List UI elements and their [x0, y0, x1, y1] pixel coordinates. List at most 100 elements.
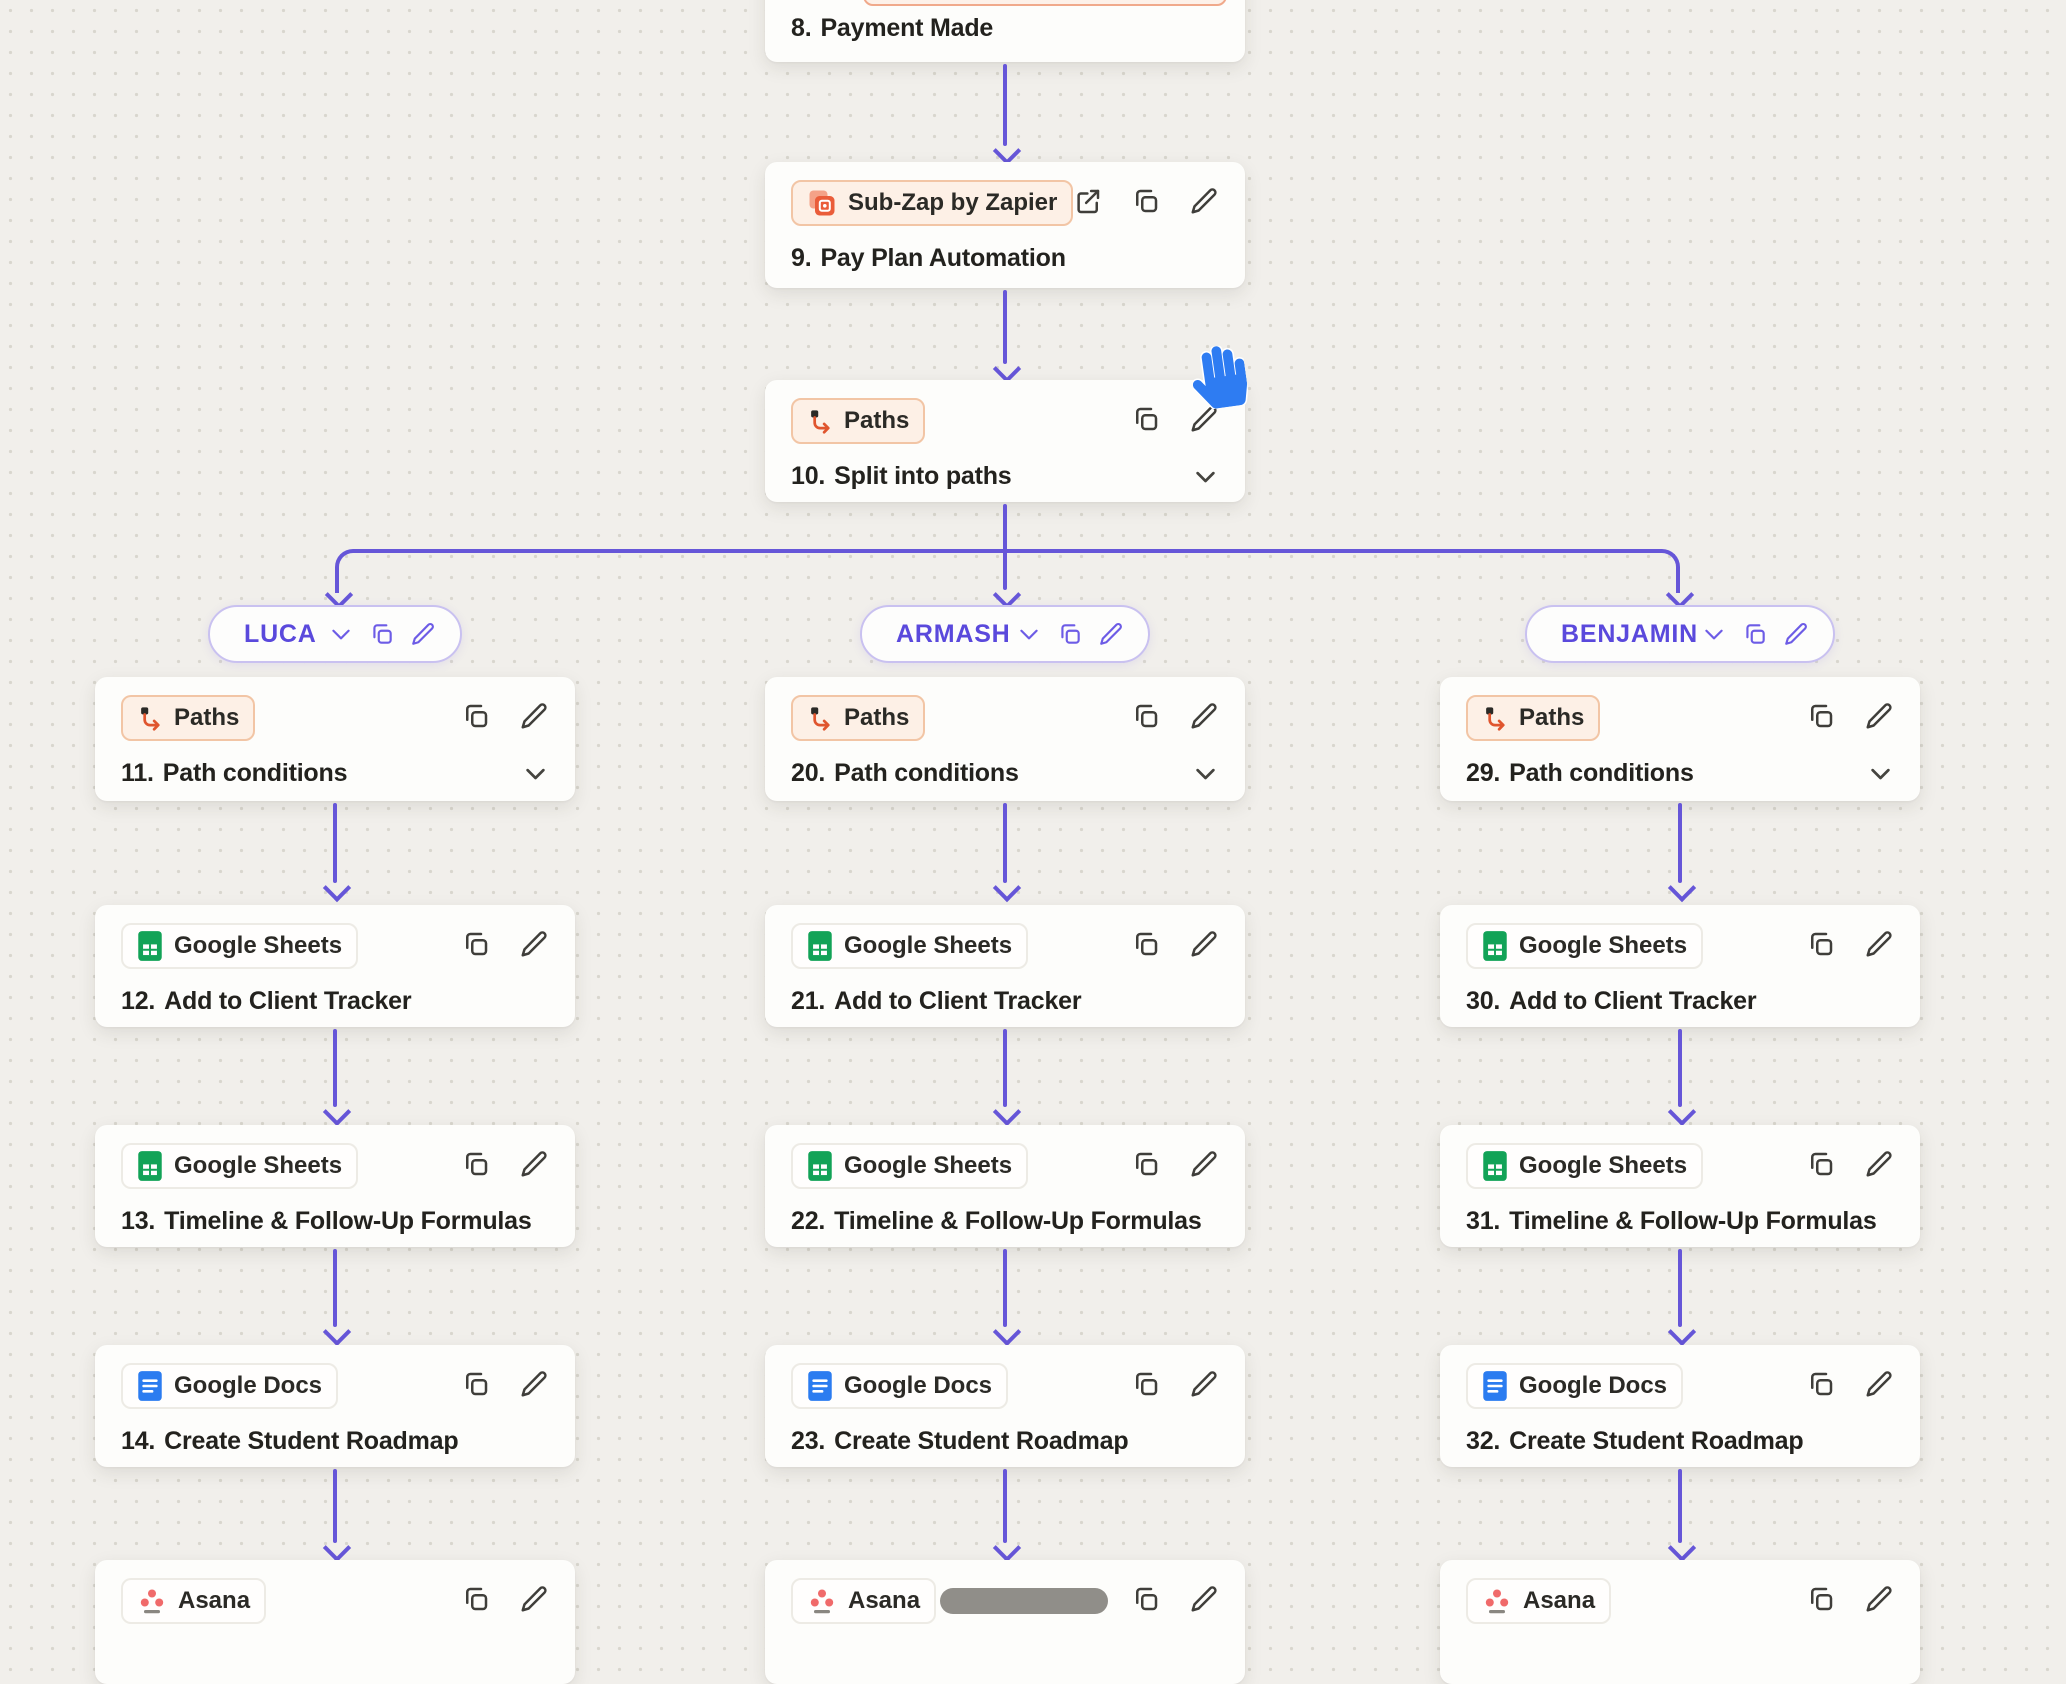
chevron-down-icon[interactable] — [1192, 463, 1219, 490]
copy-icon[interactable] — [1131, 1584, 1161, 1614]
step-card-timeline-formulas[interactable]: Google Sheets 22. Timeline & Follow-Up F… — [765, 1125, 1245, 1247]
step-title-text: Pay Plan Automation — [820, 244, 1066, 272]
step-title: 8. Payment Made — [791, 14, 1219, 43]
copy-icon[interactable] — [1131, 701, 1161, 731]
step-card-path-conditions[interactable]: Paths 20. Path conditions — [765, 677, 1245, 801]
copy-icon[interactable] — [1057, 621, 1083, 647]
step-card-split-into-paths[interactable]: Paths 10. Split into paths — [765, 380, 1245, 502]
step-card-create-student-roadmap[interactable]: Google Docs 14. Create Student Roadmap — [95, 1345, 575, 1467]
app-badge: Google Sheets — [791, 923, 1029, 969]
step-card-asana[interactable]: Asana — [1440, 1560, 1920, 1684]
step-card-create-student-roadmap[interactable]: Google Docs 23. Create Student Roadmap — [765, 1345, 1245, 1467]
pencil-icon[interactable] — [410, 621, 436, 647]
paths-icon — [137, 705, 163, 731]
pencil-icon[interactable] — [1189, 701, 1219, 731]
step-number: 9. — [791, 244, 812, 272]
pencil-icon[interactable] — [1189, 1369, 1219, 1399]
pencil-icon[interactable] — [519, 701, 549, 731]
copy-icon[interactable] — [1806, 1149, 1836, 1179]
subzap-icon — [807, 188, 837, 218]
chevron-down-icon[interactable] — [522, 760, 549, 787]
step-card-asana[interactable]: Asana — [765, 1560, 1245, 1684]
pencil-icon[interactable] — [519, 929, 549, 959]
open-subzap-icon[interactable] — [1073, 186, 1103, 216]
pencil-icon[interactable] — [1189, 929, 1219, 959]
google-sheets-icon — [1482, 1150, 1508, 1182]
pencil-icon[interactable] — [1098, 621, 1124, 647]
app-badge: Google Sheets — [1466, 1143, 1704, 1189]
app-badge-label: Asana — [178, 1587, 251, 1614]
chevron-down-icon[interactable] — [1701, 621, 1727, 647]
chevron-down-icon[interactable] — [328, 621, 354, 647]
app-badge-label: Google Sheets — [844, 932, 1013, 959]
copy-icon[interactable] — [1131, 1369, 1161, 1399]
chevron-down-icon[interactable] — [1867, 760, 1894, 787]
step-card-create-student-roadmap[interactable]: Google Docs 32. Create Student Roadmap — [1440, 1345, 1920, 1467]
pencil-icon[interactable] — [1864, 1584, 1894, 1614]
step-title-text: Create Student Roadmap — [164, 1427, 459, 1455]
copy-icon[interactable] — [461, 929, 491, 959]
copy-icon[interactable] — [1806, 1369, 1836, 1399]
step-card-add-to-client-tracker[interactable]: Google Sheets 30. Add to Client Tracker — [1440, 905, 1920, 1027]
step-card-timeline-formulas[interactable]: Google Sheets 31. Timeline & Follow-Up F… — [1440, 1125, 1920, 1247]
copy-icon[interactable] — [461, 1584, 491, 1614]
path-label-pill-benjamin[interactable]: BENJAMIN — [1525, 605, 1835, 663]
copy-icon[interactable] — [369, 621, 395, 647]
copy-icon[interactable] — [461, 1369, 491, 1399]
pencil-icon[interactable] — [519, 1369, 549, 1399]
copy-icon[interactable] — [461, 701, 491, 731]
path-label-pill-armash[interactable]: ARMASH — [860, 605, 1150, 663]
pencil-icon[interactable] — [1189, 186, 1219, 216]
step-card-pay-plan-automation[interactable]: Sub-Zap by Zapier 9. Pay Plan Automation — [765, 162, 1245, 288]
step-card-timeline-formulas[interactable]: Google Sheets 13. Timeline & Follow-Up F… — [95, 1125, 575, 1247]
copy-icon[interactable] — [1742, 621, 1768, 647]
step-title: 14. Create Student Roadmap — [121, 1427, 549, 1456]
pencil-icon[interactable] — [1783, 621, 1809, 647]
step-card-path-conditions[interactable]: Paths 29. Path conditions — [1440, 677, 1920, 801]
step-card-payment-made[interactable]: 8. Payment Made — [765, 0, 1245, 62]
pencil-icon[interactable] — [1864, 1369, 1894, 1399]
step-card-add-to-client-tracker[interactable]: Google Sheets 21. Add to Client Tracker — [765, 905, 1245, 1027]
step-card-path-conditions[interactable]: Paths 11. Path conditions — [95, 677, 575, 801]
copy-icon[interactable] — [1131, 1149, 1161, 1179]
connector-arrow — [333, 803, 337, 883]
chevron-down-icon[interactable] — [1016, 621, 1042, 647]
branch-connector — [335, 549, 1680, 593]
step-title: 23. Create Student Roadmap — [791, 1427, 1219, 1456]
path-label-pill-luca[interactable]: LUCA — [208, 605, 462, 663]
app-badge-label: Google Sheets — [174, 932, 343, 959]
step-card-asana[interactable]: Asana — [95, 1560, 575, 1684]
copy-icon[interactable] — [1131, 404, 1161, 434]
chevron-down-icon[interactable] — [1192, 760, 1219, 787]
step-title: 12. Add to Client Tracker — [121, 987, 549, 1016]
copy-icon[interactable] — [1131, 929, 1161, 959]
app-badge-label: Google Docs — [844, 1372, 993, 1399]
step-title-text: Path conditions — [834, 759, 1019, 787]
pencil-icon[interactable] — [1864, 1149, 1894, 1179]
copy-icon[interactable] — [1806, 701, 1836, 731]
step-title: 11. Path conditions — [121, 759, 549, 788]
copy-icon[interactable] — [1806, 929, 1836, 959]
app-badge-partial — [863, 0, 1227, 6]
app-badge-label: Google Sheets — [844, 1152, 1013, 1179]
copy-icon[interactable] — [1131, 186, 1161, 216]
pencil-icon[interactable] — [1189, 1149, 1219, 1179]
copy-icon[interactable] — [461, 1149, 491, 1179]
connector-arrow — [335, 572, 339, 590]
step-card-add-to-client-tracker[interactable]: Google Sheets 12. Add to Client Tracker — [95, 905, 575, 1027]
app-badge: Google Docs — [791, 1363, 1009, 1409]
pencil-icon[interactable] — [1864, 929, 1894, 959]
connector-arrow — [1678, 1029, 1682, 1107]
pencil-icon[interactable] — [519, 1149, 549, 1179]
path-label: BENJAMIN — [1561, 619, 1698, 648]
connector-arrow — [1003, 1249, 1007, 1327]
step-title-text: Timeline & Follow-Up Formulas — [1509, 1207, 1877, 1235]
step-title: 9. Pay Plan Automation — [791, 244, 1219, 273]
copy-icon[interactable] — [1806, 1584, 1836, 1614]
pencil-icon[interactable] — [1189, 1584, 1219, 1614]
step-number: 11. — [121, 759, 154, 787]
connector-arrow — [1678, 1469, 1682, 1543]
pencil-icon[interactable] — [519, 1584, 549, 1614]
pencil-icon[interactable] — [1864, 701, 1894, 731]
